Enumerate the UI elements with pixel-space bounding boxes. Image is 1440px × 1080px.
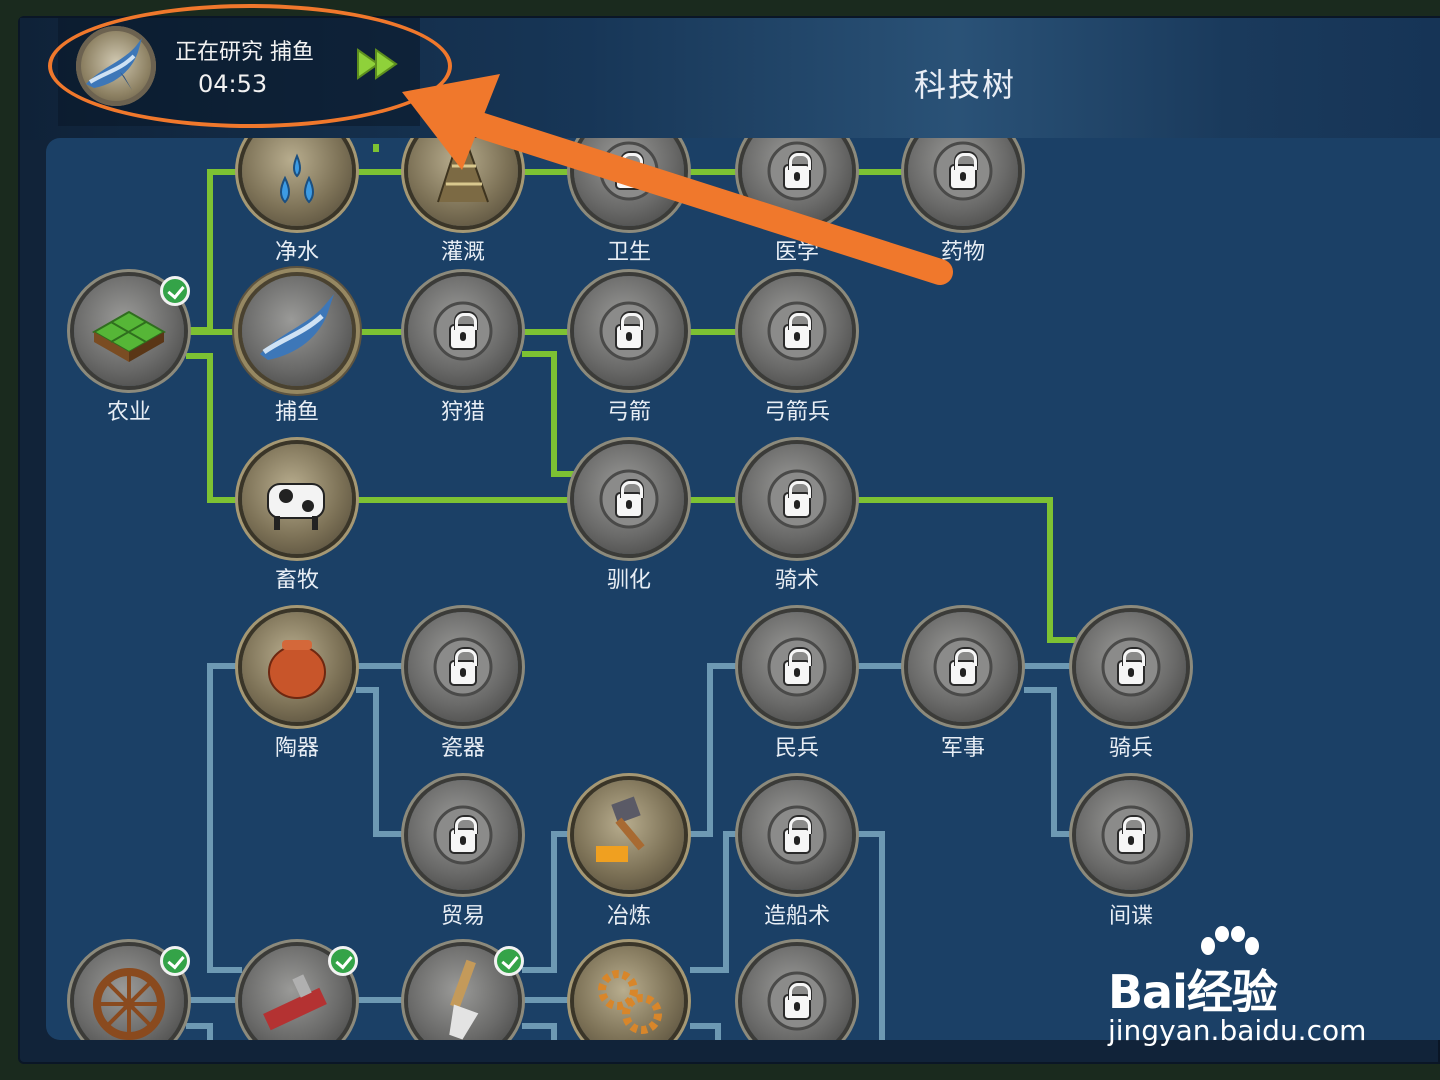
lock-icon [1117, 649, 1145, 686]
tech-node-label: 医学 [774, 240, 819, 265]
lock-icon [949, 649, 977, 686]
tech-node-label: 贸易 [440, 904, 485, 929]
tech-node-button[interactable] [242, 444, 352, 554]
swordfish-icon [76, 26, 156, 106]
lock-icon [449, 313, 477, 350]
lock-icon [449, 817, 477, 854]
tech-node-button[interactable] [242, 138, 352, 226]
tech-node-wheel[interactable] [74, 946, 190, 1040]
pot-icon [268, 640, 326, 699]
tech-node-hygiene[interactable]: 卫生 [574, 138, 684, 266]
tech-node-pottery[interactable]: 陶器 [242, 612, 352, 762]
tech-node-woodwork[interactable] [242, 946, 358, 1040]
tech-node-archery[interactable]: 弓箭 [574, 276, 684, 426]
tech-node-label: 狩猎 [440, 400, 485, 425]
tech-node-label: 民兵 [774, 736, 819, 761]
tech-node-domestication[interactable]: 驯化 [574, 444, 684, 594]
lock-icon [783, 313, 811, 350]
tech-node-cavalry[interactable]: 骑兵 [1076, 612, 1186, 762]
tech-node-medicine[interactable]: 医学 [742, 138, 852, 266]
tech-node-label: 灌溉 [440, 240, 485, 265]
tech-node-label: 净水 [274, 240, 319, 265]
tech-node-shipbuilding[interactable]: 造船术 [742, 780, 852, 930]
tech-node-label: 骑术 [774, 568, 819, 593]
wheel-icon [93, 968, 165, 1040]
lock-icon [783, 649, 811, 686]
farm-field-icon [91, 310, 167, 362]
tech-node-button[interactable] [242, 612, 352, 722]
tech-node-label: 驯化 [606, 568, 651, 593]
checkmark-icon [494, 946, 524, 976]
tech-node-water[interactable]: 净水 [242, 138, 352, 266]
lock-icon [783, 983, 811, 1020]
tech-node-label: 农业 [106, 400, 151, 425]
water-drops-icon [280, 153, 314, 204]
tech-node-label: 弓箭 [606, 400, 651, 425]
tech-node-trade[interactable]: 贸易 [408, 780, 518, 930]
tech-node-button[interactable] [574, 780, 684, 890]
tech-node-label: 畜牧 [274, 568, 319, 593]
tech-node-textile[interactable] [742, 946, 852, 1040]
research-timer: 04:53 [198, 70, 268, 98]
checkmark-icon [328, 946, 358, 976]
tech-node-military[interactable]: 军事 [908, 612, 1018, 762]
brush-icon [449, 959, 479, 1040]
tech-node-label: 间谍 [1108, 904, 1153, 929]
lock-icon [949, 153, 977, 190]
hammer-icon [596, 796, 645, 862]
tech-node-button[interactable] [74, 276, 184, 386]
tech-node-irrigation[interactable]: 灌溉 [408, 138, 518, 266]
tech-node-button[interactable] [408, 780, 518, 890]
tech-node-button[interactable] [574, 444, 684, 554]
tech-node-machinery[interactable] [574, 946, 684, 1040]
irrigation-icon [437, 145, 489, 203]
swordfish-icon [260, 294, 334, 360]
tech-node-button[interactable] [408, 138, 518, 226]
tech-node-button[interactable] [574, 946, 684, 1040]
tech-node-agriculture[interactable]: 农业 [74, 276, 190, 426]
tech-node-button[interactable] [408, 946, 518, 1040]
lock-icon [449, 649, 477, 686]
tech-node-porcelain[interactable]: 瓷器 [408, 612, 518, 762]
plane-icon [263, 974, 327, 1031]
tech-node-riding[interactable]: 骑术 [742, 444, 852, 594]
tech-node-label: 骑兵 [1108, 736, 1153, 761]
page-title: 科技树 [913, 66, 1016, 104]
tech-node-label: 捕鱼 [274, 400, 319, 425]
tech-node-label: 瓷器 [440, 736, 485, 761]
tech-node-button[interactable] [242, 276, 352, 386]
speed-up-button[interactable] [352, 44, 402, 84]
tech-node-archer[interactable]: 弓箭兵 [742, 276, 852, 426]
fast-forward-icon [357, 48, 398, 80]
tech-node-label: 药物 [940, 240, 985, 265]
lock-icon [783, 817, 811, 854]
checkmark-icon [160, 276, 190, 306]
lock-icon [615, 313, 643, 350]
tech-node-label: 军事 [940, 736, 985, 761]
lock-icon [783, 481, 811, 518]
cow-icon [267, 483, 325, 530]
tech-node-husbandry[interactable]: 畜牧 [242, 444, 352, 594]
tech-node-label: 冶炼 [606, 904, 651, 929]
tech-node-hunting[interactable]: 狩猎 [408, 276, 518, 426]
research-status-label: 正在研究 捕鱼 [175, 40, 314, 65]
tech-node-label: 卫生 [606, 240, 651, 265]
lock-icon [615, 481, 643, 518]
tech-node-espionage[interactable]: 间谍 [1076, 780, 1186, 930]
lock-icon [615, 153, 643, 190]
lock-icon [783, 153, 811, 190]
tech-node-fishing[interactable]: 捕鱼 [242, 276, 352, 426]
tech-connections [186, 144, 1076, 1040]
tech-node-label: 陶器 [274, 736, 319, 761]
gears-icon [598, 970, 662, 1034]
tech-node-painting[interactable] [408, 946, 524, 1040]
tech-tree-canvas[interactable]: 净水 灌溉 卫生 医学 药物农业 捕鱼 狩猎 弓箭 弓箭兵畜牧 驯化 骑术陶器 瓷器 民兵 军事 骑兵贸易 冶… [46, 138, 1440, 1040]
checkmark-icon [160, 946, 190, 976]
tech-node-drugs[interactable]: 药物 [908, 138, 1018, 266]
tech-node-militia[interactable]: 民兵 [742, 612, 852, 762]
tech-node-smelting[interactable]: 冶炼 [574, 780, 684, 930]
tech-node-label: 弓箭兵 [763, 400, 830, 425]
tech-node-label: 造船术 [763, 904, 830, 929]
lock-icon [1117, 817, 1145, 854]
